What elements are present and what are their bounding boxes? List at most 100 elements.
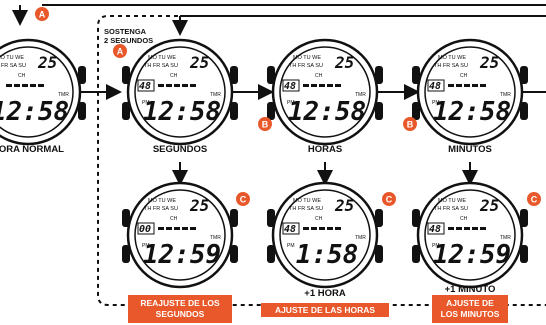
- badge-a-top-label: A: [39, 10, 46, 20]
- watch-side-button: [122, 102, 130, 120]
- watch-bar-segment: [166, 227, 172, 230]
- badge-b-horas-label: B: [262, 120, 269, 130]
- watch-date: 25: [189, 53, 209, 72]
- watch-bar-segment: [303, 84, 309, 87]
- watch-side-button: [520, 209, 528, 227]
- watch-days-bottom: TH FR SA SU: [144, 206, 178, 212]
- watch-inner-ring: [279, 189, 371, 281]
- watch-seconds-box: [427, 79, 445, 92]
- watch-ch: CH: [170, 73, 178, 79]
- watch-time: 12:59: [143, 240, 221, 270]
- watch-time: 12:59: [433, 240, 511, 270]
- watch-bar-segment: [158, 227, 164, 230]
- watch-pm: PM: [287, 243, 295, 249]
- watch-seconds-box: [137, 222, 155, 235]
- watch-bar-segment: [448, 227, 454, 230]
- watch-bar-segment: [335, 84, 341, 87]
- watch-side-button: [412, 245, 420, 263]
- reajuste-label-line2: SEGUNDOS: [156, 309, 205, 319]
- watch-seconds-box: [282, 79, 300, 92]
- watch-pm: PM: [142, 100, 150, 106]
- watch-bar-segment: [456, 227, 462, 230]
- watch-bar-segment: [6, 84, 12, 87]
- watch-days-top: MO TU WE: [148, 198, 176, 204]
- watch-seconds: 48: [429, 224, 441, 235]
- watch-date: 25: [334, 196, 354, 215]
- watch-side-button: [267, 66, 275, 84]
- watch-bar-segment: [158, 84, 164, 87]
- watch-days-top: MO TU WE: [148, 55, 176, 61]
- watch-date: 25: [479, 196, 499, 215]
- watch-days-top: MO TU WE: [438, 198, 466, 204]
- watch-bar-segment: [327, 84, 333, 87]
- watch-bar-segment: [311, 227, 317, 230]
- badge-b-minutos: B: [403, 117, 417, 131]
- watch-ch: CH: [170, 216, 178, 222]
- watch-tmr: TMR: [500, 92, 511, 98]
- watch-side-button: [230, 66, 238, 84]
- watch-side-button: [267, 245, 275, 263]
- watch-bar-segment: [319, 84, 325, 87]
- watch-side-button: [122, 66, 130, 84]
- watch-tmr: TMR: [355, 235, 366, 241]
- badge-a-top: A: [35, 7, 49, 21]
- watch-side-button: [230, 245, 238, 263]
- watch-bar-segment: [464, 84, 470, 87]
- watch-days-bottom: TH FR SA SU: [0, 63, 26, 69]
- watch-days-top: MO TU WE: [0, 55, 24, 61]
- watch-time: 12:58: [433, 97, 511, 127]
- watch-seconds: 00: [139, 224, 151, 235]
- watch-side-button: [267, 102, 275, 120]
- watch-pm: PM: [142, 243, 150, 249]
- badge-c-segundos-label: C: [240, 195, 247, 205]
- watch-tmr: TMR: [210, 92, 221, 98]
- watch-pm: PM: [432, 243, 440, 249]
- watch-seconds-box: [282, 222, 300, 235]
- watch-bar-segment: [303, 227, 309, 230]
- watch-side-button: [267, 209, 275, 227]
- watch-bar-segment: [464, 227, 470, 230]
- watch-bar-segment: [166, 84, 172, 87]
- watch-bar-segment: [14, 84, 20, 87]
- watch-seconds: 48: [284, 81, 296, 92]
- watch-caption-segundos: SEGUNDOS: [153, 144, 207, 155]
- watch-seconds-box: [137, 79, 155, 92]
- watch-seconds: 48: [284, 224, 296, 235]
- badge-a-segundos: A: [113, 44, 127, 58]
- watch-time: 12:58: [143, 97, 221, 127]
- watch-days-bottom: TH FR SA SU: [144, 63, 178, 69]
- watch-side-button: [375, 66, 383, 84]
- watch-date: 25: [189, 196, 209, 215]
- hold-note-line1: SOSTENGA: [104, 27, 147, 36]
- hold-note-line2: 2 SEGUNDOS: [104, 36, 153, 45]
- watch-days-bottom: TH FR SA SU: [289, 63, 323, 69]
- ajuste-horas-label-box: AJUSTE DE LAS HORAS: [261, 303, 389, 317]
- watch-pm: PM: [432, 100, 440, 106]
- watch-bar-segment: [480, 227, 486, 230]
- reajuste-label-line1: REAJUSTE DE LOS: [140, 298, 220, 308]
- watch-inner-ring: [134, 189, 226, 281]
- watch-bar-segment: [182, 227, 188, 230]
- badge-c-segundos: C: [236, 192, 250, 206]
- watch-date: 25: [479, 53, 499, 72]
- watch-seconds: 48: [139, 81, 151, 92]
- watch-days-bottom: TH FR SA SU: [434, 206, 468, 212]
- watch-tmr: TMR: [355, 92, 366, 98]
- watch-bar-segment: [472, 84, 478, 87]
- watch-bar-segment: [174, 227, 180, 230]
- badge-b-minutos-label: B: [407, 120, 414, 130]
- watch-days-top: MO TU WE: [438, 55, 466, 61]
- watch-time: 1:58: [296, 240, 359, 270]
- watch-side-button: [122, 245, 130, 263]
- watch-side-button: [375, 209, 383, 227]
- badge-c-minutos: C: [527, 192, 541, 206]
- watch-bar-segment: [174, 84, 180, 87]
- watch-inner-ring: [0, 46, 74, 138]
- watch-bar-segment: [38, 84, 44, 87]
- watch-side-button: [520, 245, 528, 263]
- watch-caption-minutos: MINUTOS: [448, 144, 492, 155]
